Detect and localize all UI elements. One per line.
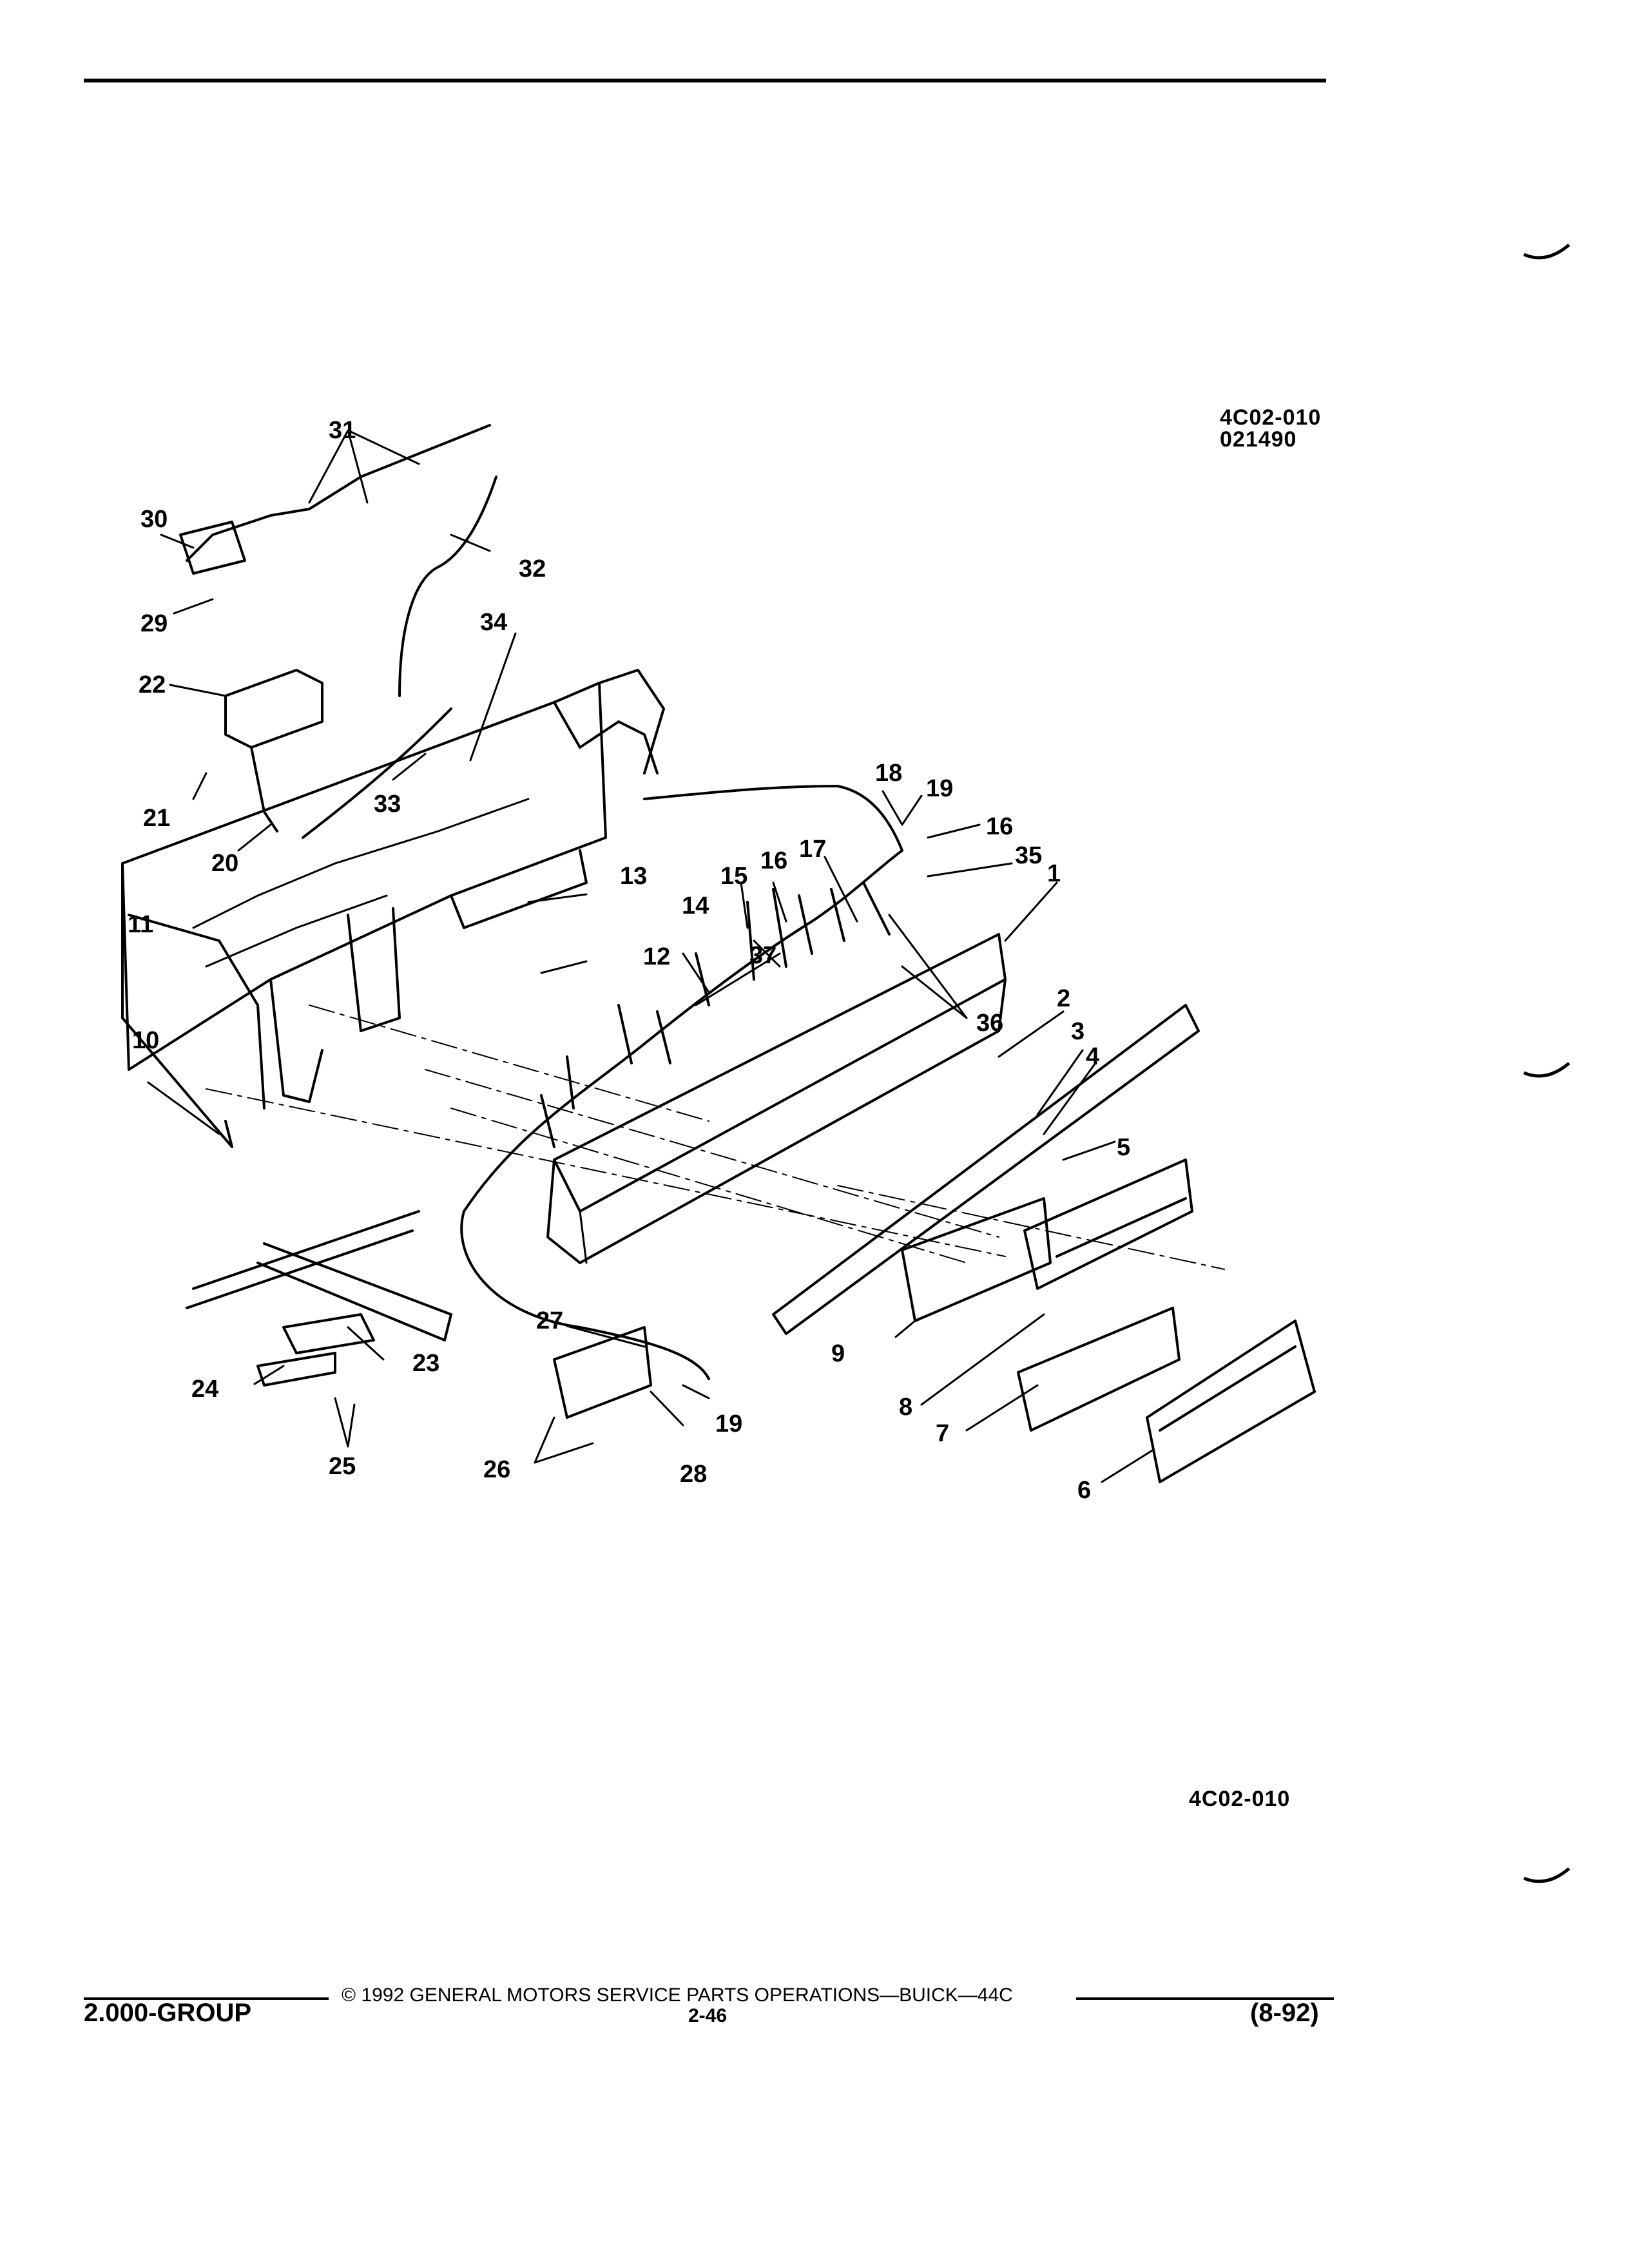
figure-footer-code: 4C02-010 [1189, 1787, 1291, 1811]
callout-29: 29 [140, 610, 168, 637]
callout-labels: 1 2 3 4 5 6 7 8 9 10 11 12 13 14 15 16 1… [128, 417, 1130, 1504]
callout-34: 34 [480, 609, 507, 636]
callout-10: 10 [132, 1027, 159, 1054]
callout-17: 17 [799, 836, 826, 863]
callout-23: 23 [412, 1350, 439, 1377]
callout-19a: 19 [926, 775, 953, 802]
callout-33: 33 [374, 791, 401, 818]
header-rule [84, 79, 1326, 82]
callout-4: 4 [1086, 1043, 1099, 1070]
callout-37: 37 [749, 942, 776, 969]
callout-32: 32 [519, 555, 546, 582]
callout-6: 6 [1077, 1477, 1091, 1504]
margin-mark-1 [1523, 244, 1570, 260]
callout-9: 9 [831, 1340, 845, 1367]
callout-20: 20 [211, 850, 238, 877]
callout-14: 14 [682, 892, 709, 919]
callout-8: 8 [899, 1394, 912, 1421]
callout-15: 15 [720, 863, 747, 890]
callout-28: 28 [680, 1461, 707, 1488]
callout-16b: 16 [986, 813, 1013, 840]
rear-lamp-support [553, 933, 1007, 1213]
wiring-harness [463, 849, 903, 1213]
margin-mark-2 [1523, 1062, 1570, 1078]
callout-22: 22 [139, 671, 166, 698]
callout-12: 12 [643, 943, 670, 970]
callout-16a: 16 [760, 847, 787, 874]
callout-1: 1 [1047, 860, 1061, 887]
lens-panel [1017, 1307, 1181, 1432]
callout-3: 3 [1071, 1018, 1084, 1045]
callout-21: 21 [143, 805, 170, 832]
callout-19b: 19 [715, 1410, 742, 1437]
mounting-rails [186, 1210, 452, 1341]
callout-13: 13 [620, 863, 647, 890]
callout-11: 11 [128, 911, 153, 938]
callout-30: 30 [140, 506, 168, 533]
callout-18: 18 [875, 760, 902, 787]
tail-lamp-housing [901, 1197, 1052, 1322]
callout-31: 31 [329, 417, 356, 444]
callout-24: 24 [191, 1376, 218, 1403]
tail-lamp-lens [1023, 1158, 1193, 1290]
callout-5: 5 [1117, 1134, 1130, 1161]
callout-35: 35 [1015, 842, 1042, 869]
margin-mark-3 [1523, 1867, 1570, 1883]
callout-7: 7 [936, 1420, 949, 1447]
callout-2: 2 [1057, 985, 1070, 1012]
molding-strip [772, 1004, 1200, 1335]
callout-27: 27 [536, 1307, 563, 1334]
callout-25: 25 [329, 1453, 356, 1480]
callout-36: 36 [976, 1010, 1003, 1037]
trunk-body-panel [121, 682, 607, 1071]
figure-code: 4C02-010 [1220, 405, 1322, 430]
high-mount-stop-lamp [224, 669, 323, 749]
bezel [1146, 1320, 1316, 1483]
callout-26: 26 [483, 1456, 510, 1483]
figure-date: 021490 [1220, 427, 1297, 452]
